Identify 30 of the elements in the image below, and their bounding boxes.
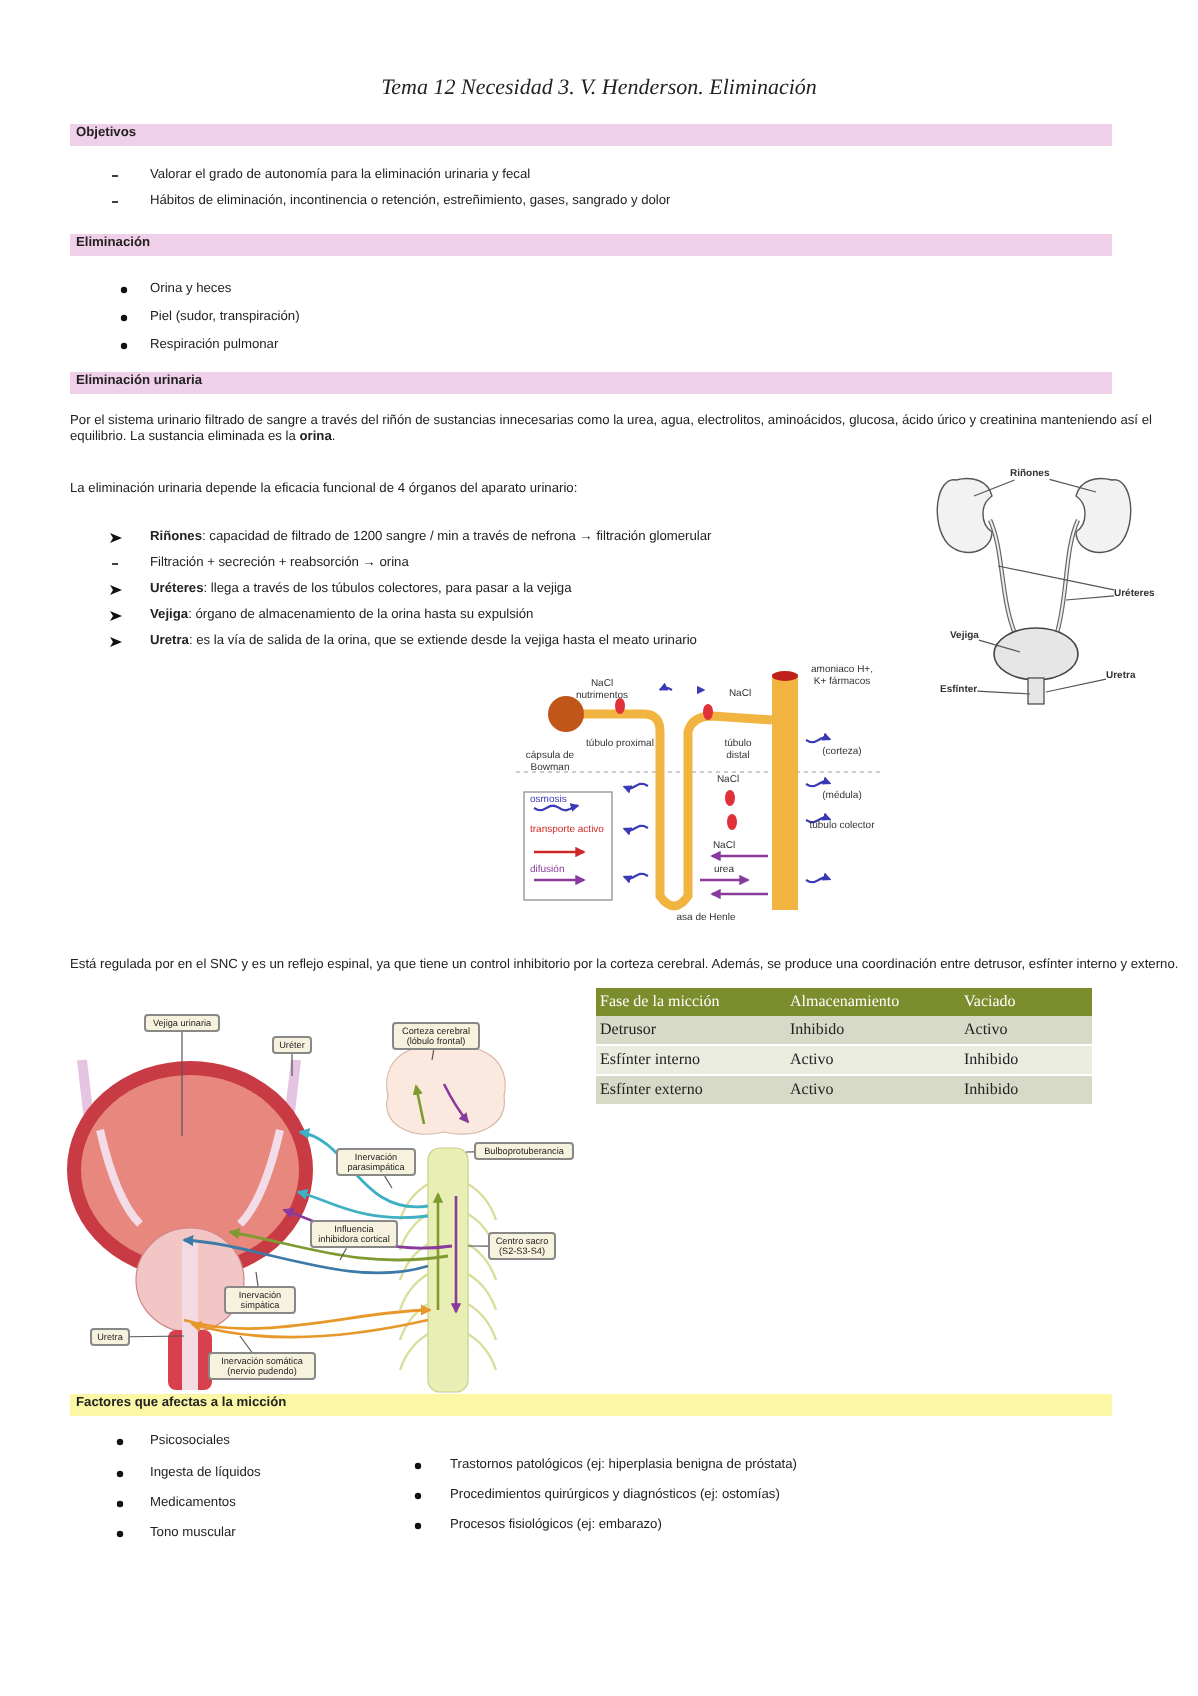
- table-cell: Inhibido: [960, 1046, 1092, 1074]
- leader-line: [239, 1335, 253, 1353]
- leader-line: [1045, 678, 1107, 693]
- table-header-cell: Fase de la micción: [596, 988, 786, 1016]
- table-cell: Inhibido: [960, 1076, 1092, 1104]
- leader-line: [978, 639, 1021, 653]
- leader-line: [339, 1247, 347, 1261]
- leader-line: [973, 479, 1016, 497]
- leader-line: [467, 1245, 489, 1247]
- table-header-cell: Vaciado: [960, 988, 1092, 1016]
- leader-line: [291, 1053, 293, 1077]
- leader-line: [465, 1151, 475, 1153]
- table-cell: Esfínter externo: [596, 1076, 786, 1104]
- leader-line: [129, 1335, 185, 1338]
- leader-line: [997, 565, 1115, 591]
- table-cell: Inhibido: [786, 1016, 960, 1044]
- leader-line: [1065, 595, 1115, 601]
- table-cell: Activo: [786, 1046, 960, 1074]
- leader-line: [976, 690, 1031, 695]
- table-cell: Esfínter interno: [596, 1046, 786, 1074]
- table-header-cell: Almacenamiento: [786, 988, 960, 1016]
- table-cell: Detrusor: [596, 1016, 786, 1044]
- leader-line: [181, 1031, 183, 1137]
- leader-line: [255, 1271, 259, 1287]
- leader-line: [1048, 478, 1097, 493]
- table-cell: Activo: [960, 1016, 1092, 1044]
- page-title: Tema 12 Necesidad 3. V. Henderson. Eliminación: [379, 76, 819, 100]
- leader-line: [431, 1049, 435, 1061]
- leader-line: [384, 1175, 393, 1189]
- table-cell: Activo: [786, 1076, 960, 1104]
